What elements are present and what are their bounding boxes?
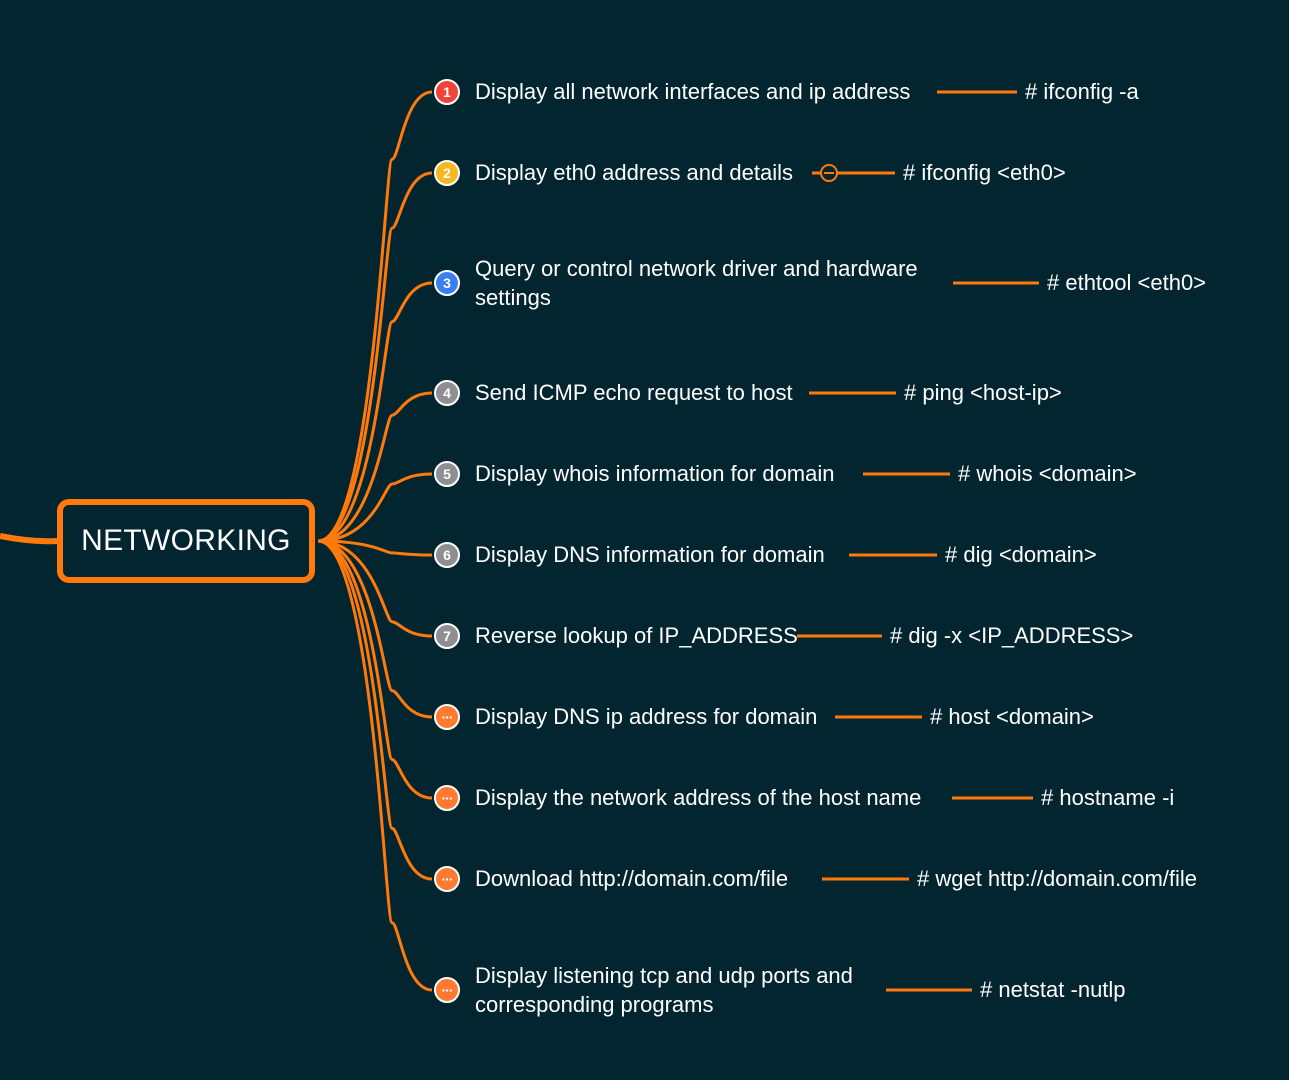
subtopic-description[interactable]: Display whois information for domain: [475, 461, 835, 486]
branch-connector: [317, 90, 433, 543]
command-label[interactable]: # dig <domain>: [945, 542, 1097, 567]
branch-connector: [317, 281, 433, 543]
command-label[interactable]: # ping <host-ip>: [904, 380, 1062, 405]
priority-marker-icon: 1: [434, 79, 460, 105]
priority-marker-icon: 6: [434, 542, 460, 568]
priority-marker-icon: 5: [434, 461, 460, 487]
branch-connector: [317, 539, 433, 992]
branch-connector: [317, 171, 433, 543]
branch-connector: [317, 391, 433, 543]
command-label[interactable]: # ifconfig -a: [1025, 79, 1139, 104]
subtopic-description[interactable]: Download http://domain.com/file: [475, 866, 789, 891]
priority-marker-icon: 4: [434, 380, 460, 406]
subtopic-description[interactable]: Display DNS ip address for domain: [475, 704, 818, 729]
command-label[interactable]: # netstat -nutlp: [980, 977, 1126, 1002]
command-label[interactable]: # dig -x <IP_ADDRESS>: [890, 623, 1134, 648]
incoming-connector: [0, 533, 58, 545]
subtopic-description[interactable]: Reverse lookup of IP_ADDRESS: [475, 623, 798, 648]
command-label[interactable]: # ethtool <eth0>: [1047, 270, 1207, 295]
command-label[interactable]: # wget http://domain.com/file: [917, 866, 1198, 891]
priority-marker-icon: ···: [434, 866, 460, 892]
priority-marker-icon: 3: [434, 270, 460, 296]
subtopic-description[interactable]: Query or control network driver and hard…: [475, 256, 918, 310]
subtopic-description[interactable]: Display all network interfaces and ip ad…: [475, 79, 911, 104]
command-label[interactable]: # whois <domain>: [958, 461, 1137, 486]
subtopic-description[interactable]: Display eth0 address and details: [475, 160, 793, 185]
collapse-toggle-icon[interactable]: [820, 164, 838, 182]
command-label[interactable]: # hostname -i: [1041, 785, 1175, 810]
subtopic-description[interactable]: Display the network address of the host …: [475, 785, 922, 810]
priority-marker-icon: 7: [434, 623, 460, 649]
subtopic-description[interactable]: Display DNS information for domain: [475, 542, 825, 567]
command-label[interactable]: # host <domain>: [930, 704, 1094, 729]
root-topic-networking[interactable]: NETWORKING: [57, 499, 315, 583]
command-label[interactable]: # ifconfig <eth0>: [903, 160, 1066, 185]
priority-marker-icon: ···: [434, 977, 460, 1003]
priority-marker-icon: ···: [434, 785, 460, 811]
branch-connector: [317, 472, 433, 543]
branch-connector: [317, 539, 433, 557]
branch-connector: [317, 539, 433, 800]
subtopic-description[interactable]: Display listening tcp and udp ports and …: [475, 963, 853, 1017]
branch-connector: [317, 539, 433, 881]
priority-marker-icon: ···: [434, 704, 460, 730]
branch-connector: [317, 539, 433, 638]
priority-marker-icon: 2: [434, 160, 460, 186]
branch-connector: [317, 539, 433, 719]
subtopic-description[interactable]: Send ICMP echo request to host: [475, 380, 793, 405]
root-topic-label: NETWORKING: [81, 524, 291, 557]
